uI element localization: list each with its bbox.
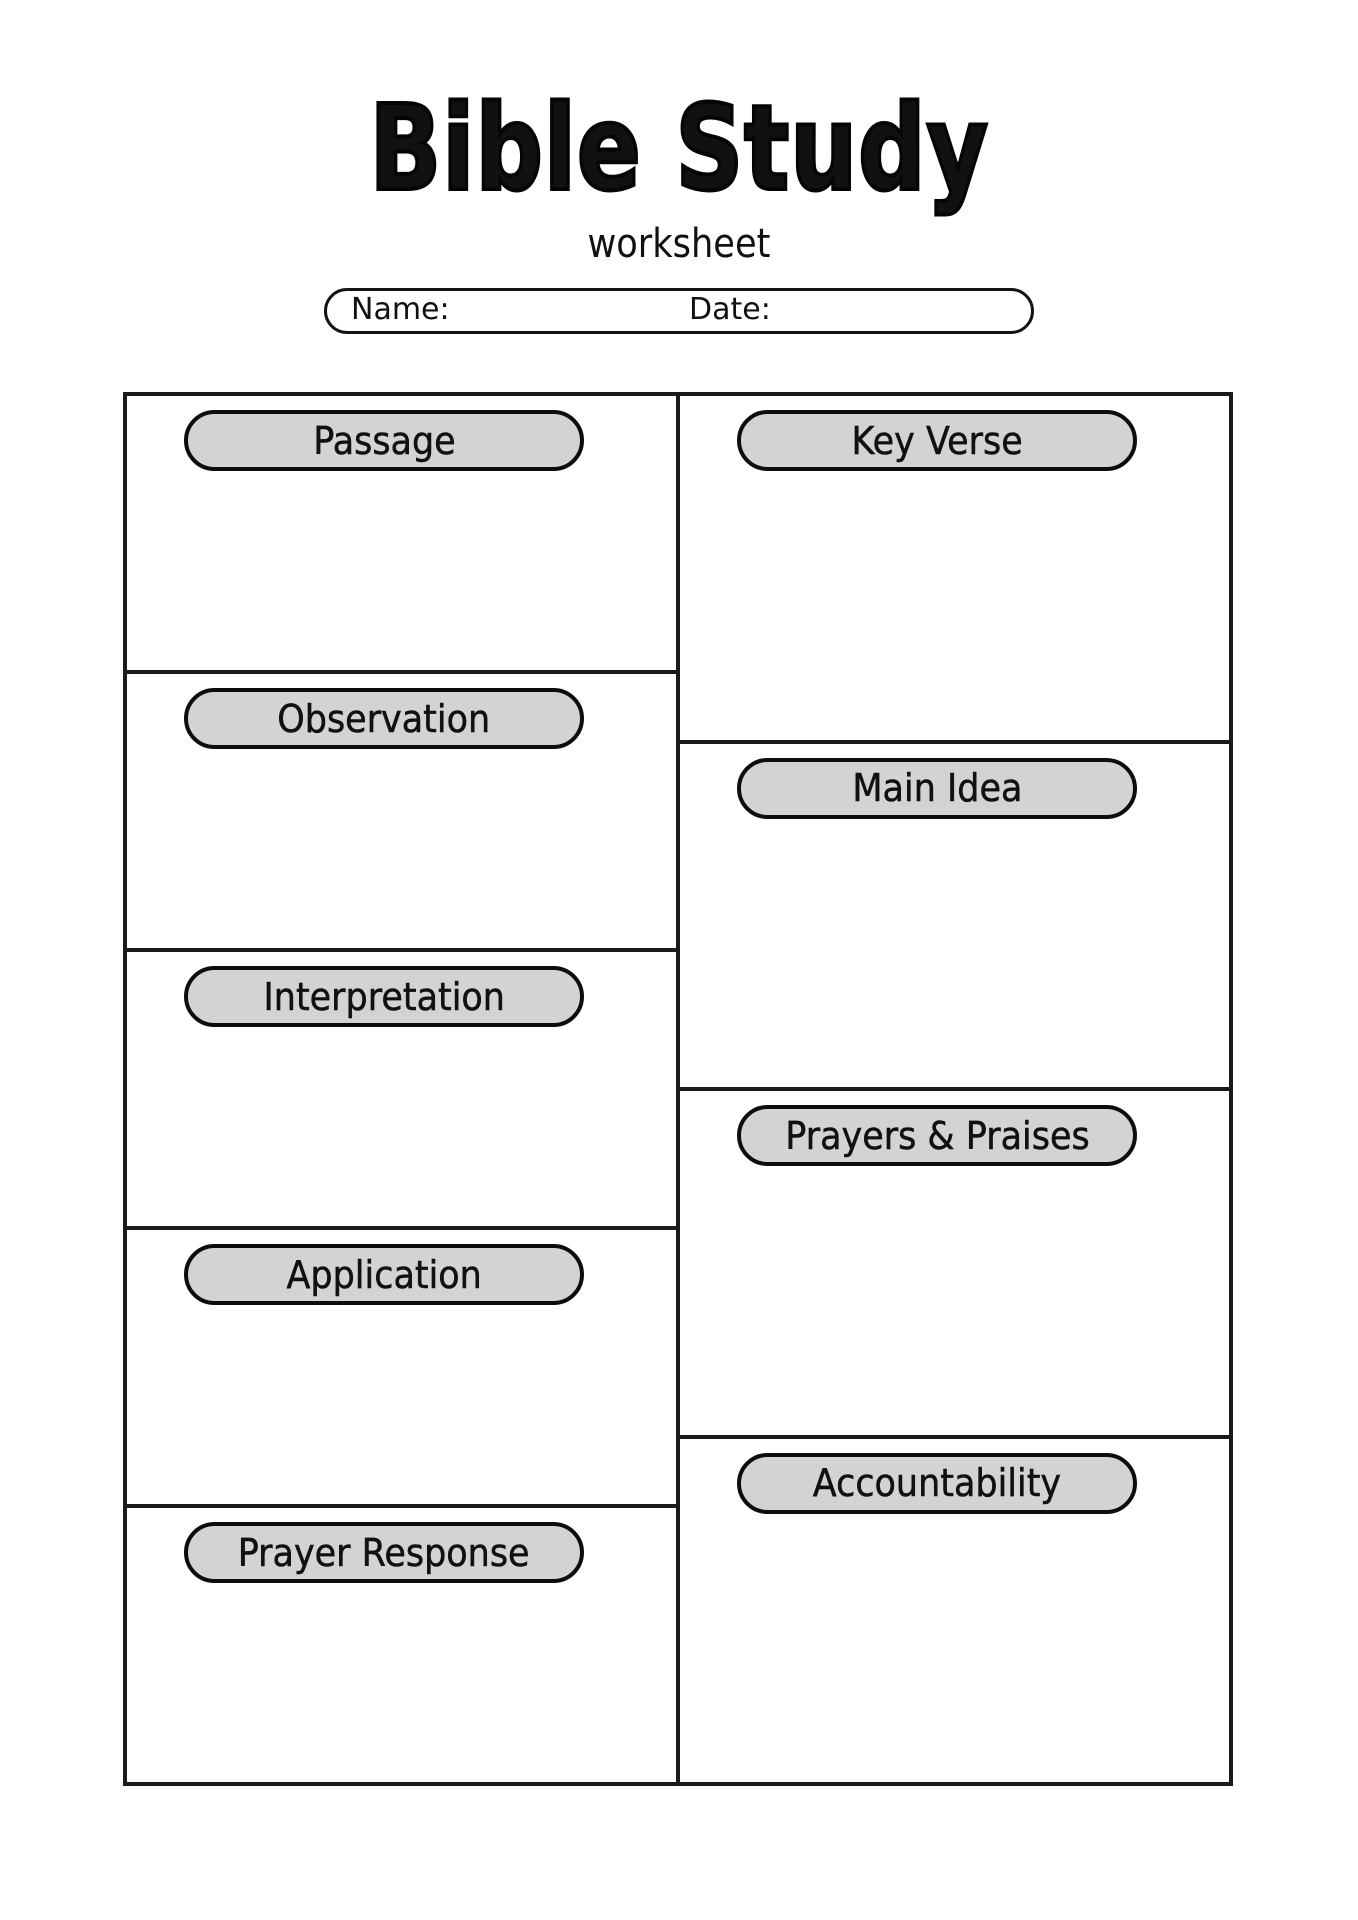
passage-write-area[interactable] bbox=[127, 486, 676, 670]
section-prayer-response: Prayer Response bbox=[127, 1508, 676, 1782]
accountability-section-label-pill: Accountability bbox=[737, 1452, 1137, 1514]
main-idea-write-area[interactable] bbox=[680, 834, 1229, 1088]
interpretation-section-label: Interpretation bbox=[263, 974, 505, 1019]
accountability-write-area[interactable] bbox=[680, 1529, 1229, 1783]
right-column: Key Verse Main Idea Prayers & Praises Ac… bbox=[680, 396, 1229, 1782]
section-prayers-praises: Prayers & Praises bbox=[680, 1091, 1229, 1439]
section-interpretation: Interpretation bbox=[127, 952, 676, 1230]
date-label: Date: bbox=[689, 292, 771, 328]
application-section-label-pill: Application bbox=[184, 1244, 584, 1305]
page-title-text: Bible Study bbox=[368, 79, 990, 217]
section-observation: Observation bbox=[127, 674, 676, 952]
date-input-area[interactable] bbox=[782, 291, 1032, 331]
section-passage: Passage bbox=[127, 396, 676, 674]
interpretation-section-label-pill: Interpretation bbox=[184, 966, 584, 1027]
prayer-response-section-label-pill: Prayer Response bbox=[184, 1522, 584, 1583]
interpretation-write-area[interactable] bbox=[127, 1042, 676, 1226]
accountability-section-label: Accountability bbox=[812, 1461, 1062, 1506]
prayer-response-section-label: Prayer Response bbox=[238, 1530, 530, 1575]
observation-section-label: Observation bbox=[277, 696, 491, 741]
prayers-praises-section-label: Prayers & Praises bbox=[784, 1113, 1090, 1158]
application-section-label: Application bbox=[286, 1252, 482, 1297]
left-column: Passage Observation Interpretation Appli… bbox=[127, 396, 680, 1782]
page-title: Bible Study bbox=[0, 79, 1358, 217]
name-input-area[interactable] bbox=[452, 291, 682, 331]
observation-section-label-pill: Observation bbox=[184, 688, 584, 749]
section-key-verse: Key Verse bbox=[680, 396, 1229, 744]
key-verse-write-area[interactable] bbox=[680, 486, 1229, 740]
section-application: Application bbox=[127, 1230, 676, 1508]
name-label: Name: bbox=[351, 292, 450, 328]
passage-section-label: Passage bbox=[312, 418, 456, 463]
page-subtitle-text: worksheet bbox=[587, 221, 771, 267]
prayers-praises-write-area[interactable] bbox=[680, 1181, 1229, 1435]
key-verse-section-label-pill: Key Verse bbox=[737, 410, 1137, 471]
observation-write-area[interactable] bbox=[127, 764, 676, 948]
main-idea-section-label-pill: Main Idea bbox=[737, 757, 1137, 819]
name-date-bar: Name: Date: bbox=[324, 288, 1034, 334]
passage-section-label-pill: Passage bbox=[184, 410, 584, 471]
page-subtitle: worksheet bbox=[0, 222, 1358, 266]
section-accountability: Accountability bbox=[680, 1439, 1229, 1783]
main-idea-section-label: Main Idea bbox=[851, 766, 1022, 811]
application-write-area[interactable] bbox=[127, 1320, 676, 1504]
key-verse-section-label: Key Verse bbox=[851, 418, 1023, 463]
prayer-response-write-area[interactable] bbox=[127, 1598, 676, 1782]
prayers-praises-section-label-pill: Prayers & Praises bbox=[737, 1105, 1137, 1166]
worksheet-grid: Passage Observation Interpretation Appli… bbox=[123, 392, 1233, 1786]
section-main-idea: Main Idea bbox=[680, 744, 1229, 1091]
